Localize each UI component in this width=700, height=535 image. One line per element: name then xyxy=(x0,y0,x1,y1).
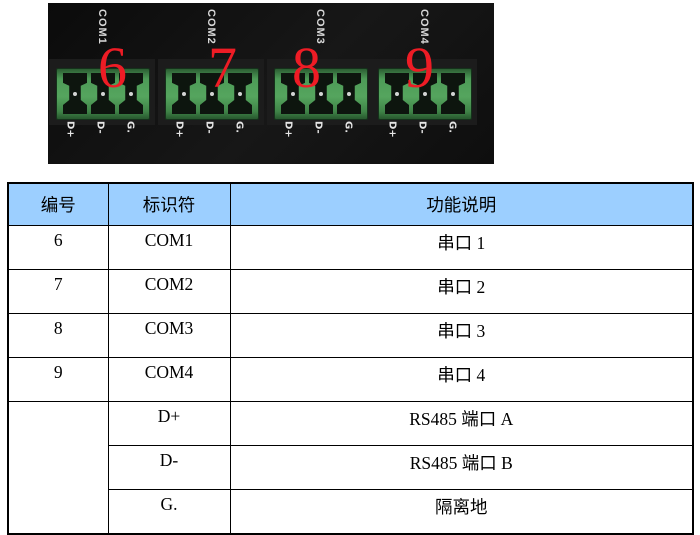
table-row: G. 隔离地 xyxy=(8,489,694,535)
pin-reflection-dot xyxy=(129,92,133,96)
com2-pin-labels: D+ D- G. xyxy=(165,121,257,161)
cell-number: 8 xyxy=(7,313,109,358)
pin-reflection-dot xyxy=(423,92,427,96)
com3-port-label: COM3 xyxy=(314,9,326,45)
cell-function: 隔离地 xyxy=(229,489,694,535)
pin-reflection-dot xyxy=(347,92,351,96)
cell-function: 串口 3 xyxy=(229,313,694,358)
pin-reflection-dot xyxy=(451,92,455,96)
cell-number: 9 xyxy=(7,357,109,402)
table-row: 6 COM1 串口 1 xyxy=(7,225,694,270)
port-number-8: 8 xyxy=(292,35,321,100)
pin-reflection-dot xyxy=(395,92,399,96)
table-row: 7 COM2 串口 2 xyxy=(7,269,694,314)
cell-identifier: D+ xyxy=(107,401,231,446)
cell-function: 串口 1 xyxy=(229,225,694,270)
pin-reflection-dot xyxy=(210,92,214,96)
cell-function: RS485 端口 A xyxy=(229,401,694,446)
cell-function: RS485 端口 B xyxy=(229,445,694,490)
cell-identifier: COM4 xyxy=(107,357,231,402)
cell-identifier: COM2 xyxy=(107,269,231,314)
pin-reflection-dot xyxy=(319,92,323,96)
cell-identifier: COM1 xyxy=(107,225,231,270)
com2-port-label: COM2 xyxy=(205,9,217,45)
pin-label-dminus: D- xyxy=(416,121,428,134)
header-number: 编号 xyxy=(7,182,109,226)
terminal-socket xyxy=(337,73,361,114)
cell-number: 7 xyxy=(7,269,109,314)
cell-identifier: G. xyxy=(107,489,231,535)
com4-connector-group: COM4 D+ D- G. xyxy=(371,3,477,164)
pin-label-dminus: D- xyxy=(312,121,324,134)
com2-terminal-block xyxy=(165,68,259,120)
pin-label-dplus: D+ xyxy=(282,121,294,138)
terminal-socket xyxy=(63,73,87,114)
com4-terminal-block xyxy=(378,68,472,120)
terminal-socket xyxy=(441,73,465,114)
table-row: 9 COM4 串口 4 xyxy=(7,357,694,402)
pin-reflection-dot xyxy=(73,92,77,96)
pin-label-ground: G. xyxy=(124,121,136,134)
pin-label-dminus: D- xyxy=(94,121,106,134)
com3-connector-group: COM3 D+ D- G. xyxy=(267,3,373,164)
com1-terminal-block xyxy=(56,68,150,120)
table-row: 8 COM3 串口 3 xyxy=(7,313,694,358)
pin-reflection-dot xyxy=(182,92,186,96)
table-row: D+ RS485 端口 A xyxy=(7,401,694,535)
com1-port-label: COM1 xyxy=(96,9,108,45)
terminal-socket xyxy=(172,73,196,114)
table-header-row: 编号 标识符 功能说明 xyxy=(7,182,694,226)
port-number-9: 9 xyxy=(405,35,434,100)
header-identifier: 标识符 xyxy=(107,182,231,226)
com3-terminal-block xyxy=(274,68,368,120)
com4-pin-labels: D+ D- G. xyxy=(378,121,470,161)
pin-reflection-dot xyxy=(238,92,242,96)
com1-connector-group: COM1 D+ D- G. xyxy=(49,3,155,164)
com3-pin-labels: D+ D- G. xyxy=(274,121,366,161)
port-number-6: 6 xyxy=(98,35,127,100)
pin-reflection-dot xyxy=(101,92,105,96)
pin-label-ground: G. xyxy=(233,121,245,134)
cell-identifier: COM3 xyxy=(107,313,231,358)
device-panel-photo: COM1 D+ D- G. COM2 D+ D- G. COM3 xyxy=(48,3,494,164)
pin-label-dplus: D+ xyxy=(173,121,185,138)
pin-label-ground: G. xyxy=(342,121,354,134)
pin-label-dplus: D+ xyxy=(64,121,76,138)
cell-function: 串口 4 xyxy=(229,357,694,402)
pin-label-dminus: D- xyxy=(203,121,215,134)
pin-reflection-dot xyxy=(291,92,295,96)
com4-port-label: COM4 xyxy=(418,9,430,45)
pin-label-ground: G. xyxy=(446,121,458,134)
cell-identifier: D- xyxy=(107,445,231,490)
port-number-7: 7 xyxy=(208,35,237,100)
cell-function: 串口 2 xyxy=(229,269,694,314)
header-function: 功能说明 xyxy=(229,182,694,226)
table-row: D- RS485 端口 B xyxy=(8,445,694,490)
pin-label-dplus: D+ xyxy=(386,121,398,138)
com2-connector-group: COM2 D+ D- G. xyxy=(158,3,264,164)
cell-number: 6 xyxy=(7,225,109,270)
port-spec-table: 编号 标识符 功能说明 6 COM1 串口 1 7 COM2 串口 2 8 CO… xyxy=(7,182,694,535)
merged-empty-cell xyxy=(7,401,109,535)
com1-pin-labels: D+ D- G. xyxy=(56,121,148,161)
